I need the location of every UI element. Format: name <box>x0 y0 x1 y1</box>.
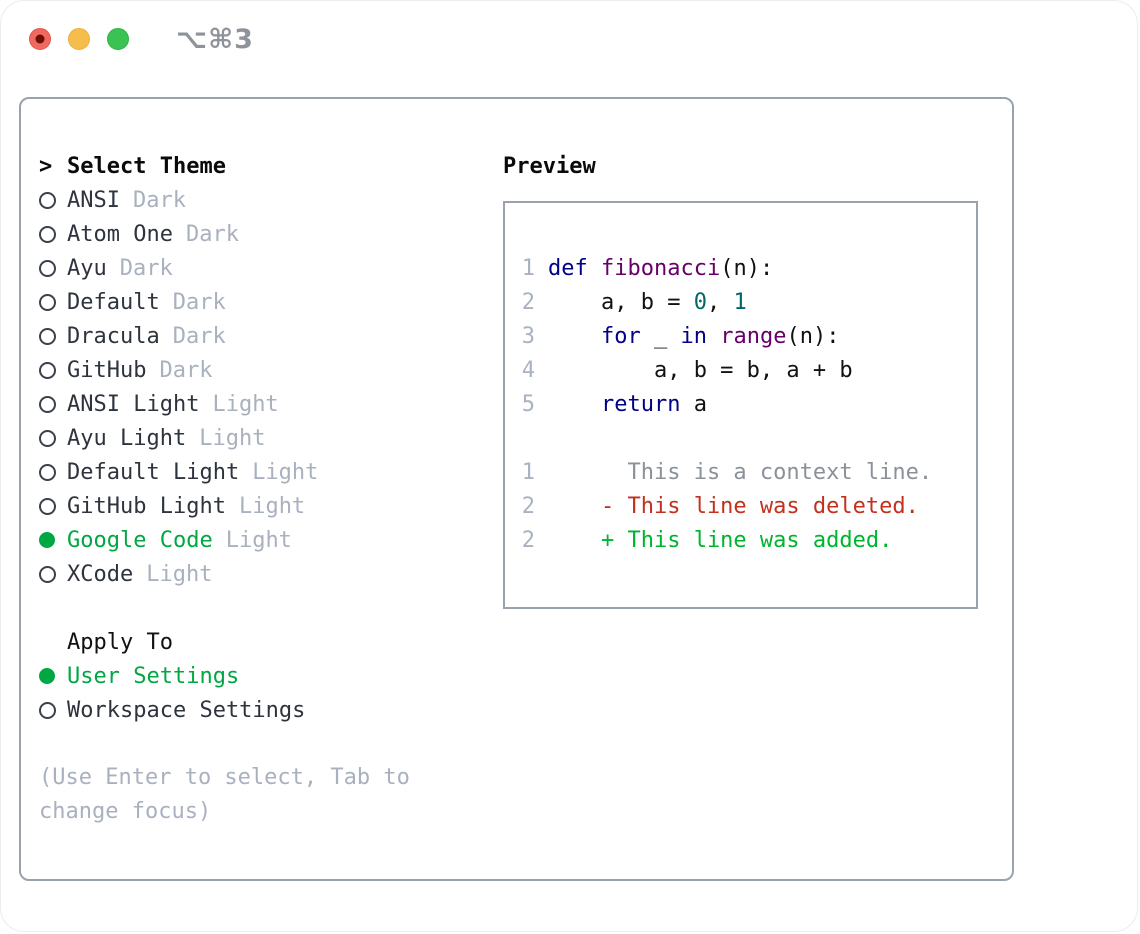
theme-option[interactable]: Ayu Dark <box>39 251 503 285</box>
theme-variant: Light <box>252 459 319 485</box>
radio-unselected-icon <box>39 293 67 311</box>
code-text: def fibonacci(n): <box>548 255 774 281</box>
radio-unselected-icon <box>39 429 67 447</box>
line-number: 4 <box>521 357 535 383</box>
theme-name: Ayu Light <box>67 425 187 451</box>
code-text: a, b = 0, 1 <box>548 289 747 315</box>
code-text: + This line was added. <box>548 527 893 553</box>
theme-variant: Light <box>199 425 266 451</box>
code-line: 2 + This line was added. <box>521 523 966 557</box>
theme-option[interactable]: GitHub Light Light <box>39 489 503 523</box>
minimize-button[interactable] <box>68 28 90 50</box>
theme-option[interactable]: ANSI Dark <box>39 183 503 217</box>
apply-to-option-label: Workspace Settings <box>67 697 306 723</box>
theme-name: GitHub <box>67 357 147 383</box>
code-line: 2 - This line was deleted. <box>521 489 966 523</box>
radio-unselected-icon <box>39 191 67 209</box>
code-line: 2 a, b = 0, 1 <box>521 285 966 319</box>
unsaved-dot-icon <box>35 34 45 44</box>
radio-unselected-icon <box>39 361 67 379</box>
radio-unselected-icon <box>39 225 67 243</box>
theme-option[interactable]: Default Light Light <box>39 455 503 489</box>
line-number: 2 <box>521 527 535 553</box>
theme-name: GitHub Light <box>67 493 226 519</box>
theme-name: Google Code <box>67 527 213 553</box>
theme-variant: Light <box>146 561 213 587</box>
theme-option[interactable]: Ayu Light Light <box>39 421 503 455</box>
line-number: 5 <box>521 391 535 417</box>
theme-option[interactable]: ANSI Light Light <box>39 387 503 421</box>
keyboard-hint: (Use Enter to select, Tab to change focu… <box>39 765 410 824</box>
theme-variant: Light <box>225 527 292 553</box>
theme-option[interactable]: Default Dark <box>39 285 503 319</box>
radio-unselected-icon <box>39 259 67 277</box>
code-text: a, b = b, a + b <box>548 357 853 383</box>
code-text: for _ in range(n): <box>548 323 840 349</box>
code-line: 5 return a <box>521 387 966 421</box>
theme-option[interactable]: Google Code Light <box>39 523 503 557</box>
theme-variant: Dark <box>119 255 173 281</box>
theme-selector-header: > Select Theme <box>39 149 503 183</box>
code-line: 1 def fibonacci(n): <box>521 251 966 285</box>
line-number: 1 <box>521 255 535 281</box>
window-hotkey-label: ⌥⌘3 <box>176 23 254 55</box>
theme-selector-title: Select Theme <box>67 153 226 179</box>
theme-name: ANSI <box>67 187 120 213</box>
theme-variant: Dark <box>159 357 213 383</box>
theme-variant: Light <box>238 493 306 519</box>
code-line: 3 for _ in range(n): <box>521 319 966 353</box>
zoom-button[interactable] <box>107 28 129 50</box>
apply-to-option[interactable]: User Settings <box>39 659 503 693</box>
theme-variant: Light <box>212 391 279 417</box>
code-line: 1 This is a context line. <box>521 455 966 489</box>
line-number: 2 <box>521 493 535 519</box>
theme-option[interactable]: XCode Light <box>39 557 503 591</box>
radio-unselected-icon <box>39 395 67 413</box>
apply-to-title: Apply To <box>67 629 173 655</box>
preview-title: Preview <box>503 153 596 179</box>
theme-name: Dracula <box>67 323 160 349</box>
code-line: 4 a, b = b, a + b <box>521 353 966 387</box>
theme-name: Ayu <box>67 255 107 281</box>
close-button[interactable] <box>29 28 51 50</box>
radio-unselected-icon <box>39 327 67 345</box>
line-number: 1 <box>521 459 535 485</box>
code-line <box>521 421 966 455</box>
code-text: - This line was deleted. <box>548 493 919 519</box>
theme-option[interactable]: Atom One Dark <box>39 217 503 251</box>
apply-to-option[interactable]: Workspace Settings <box>39 693 503 727</box>
theme-name: Default Light <box>67 459 240 485</box>
radio-selected-icon <box>39 668 67 684</box>
theme-variant: Dark <box>185 221 239 247</box>
radio-unselected-icon <box>39 701 67 719</box>
code-text: This is a context line. <box>548 459 933 485</box>
line-number: 3 <box>521 323 535 349</box>
apply-to-header-row: Apply To <box>39 625 503 659</box>
theme-name: XCode <box>67 561 134 587</box>
apply-to-option-label: User Settings <box>67 663 240 689</box>
theme-variant: Dark <box>132 187 186 213</box>
theme-option[interactable]: Dracula Dark <box>39 319 503 353</box>
theme-name: Atom One <box>67 221 173 247</box>
theme-name: ANSI Light <box>67 391 200 417</box>
radio-unselected-icon <box>39 565 67 583</box>
theme-variant: Dark <box>172 323 226 349</box>
titlebar: ⌥⌘3 <box>1 1 1137 55</box>
code-text: return a <box>548 391 707 417</box>
radio-unselected-icon <box>39 497 67 515</box>
theme-name: Default <box>67 289 160 315</box>
radio-unselected-icon <box>39 463 67 481</box>
theme-variant: Dark <box>172 289 226 315</box>
line-number: 2 <box>521 289 535 315</box>
radio-selected-icon <box>39 532 67 548</box>
theme-option[interactable]: GitHub Dark <box>39 353 503 387</box>
focus-caret-icon: > <box>39 153 53 179</box>
